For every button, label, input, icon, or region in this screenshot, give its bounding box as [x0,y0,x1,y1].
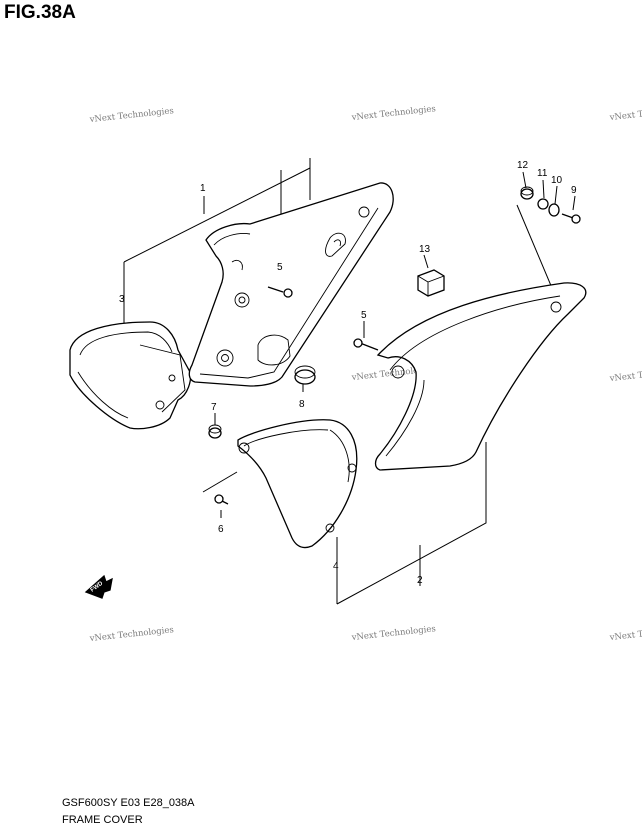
callout-5-upper: 5 [277,262,283,273]
callout-10: 10 [551,175,563,186]
part-7-nut [208,424,222,439]
callout-9: 9 [571,185,577,196]
watermark: vNext Technologies [88,625,174,644]
callout-7: 7 [211,402,217,413]
callout-4: 4 [333,561,339,572]
callout-8: 8 [299,399,305,410]
watermark: vNext Technologies [608,624,642,643]
watermark: vNext Technologies [88,106,174,125]
model-code: GSF600SY E03 E28_038A [62,797,195,809]
part-4-lower-cover [237,419,358,549]
part-13-pad [417,269,445,297]
assembly-name: FRAME COVER [62,814,143,826]
part-9-screw [561,213,581,224]
callout-2: 2 [417,575,423,586]
part-6-screw [214,494,229,505]
part-5-screw-lower [353,338,379,351]
part-3-inner-cover [69,321,192,430]
callout-labels: 1 2 3 4 5 5 6 7 8 9 10 11 12 13 [119,160,577,586]
part-11-collar [537,198,549,210]
watermark: vNext Technologies [350,624,436,643]
callout-12: 12 [517,160,529,171]
callout-3: 3 [119,294,125,305]
part-5-screw-upper [267,286,293,298]
figure-title: FIG.38A [4,2,76,23]
watermark: vNext Technologies [350,104,436,123]
part-1-frame-cover-left [188,182,394,387]
part-12-grommet [520,186,534,200]
callout-1: 1 [200,183,206,194]
callout-6: 6 [218,524,224,535]
part-10-washer [548,203,560,217]
callout-11: 11 [537,168,548,179]
callout-5-lower: 5 [361,310,367,321]
watermark: vNext Technologies [608,104,642,123]
front-direction-arrow: FWD [84,574,113,599]
watermark: vNext Technologies [608,365,642,384]
callout-13: 13 [419,244,431,255]
part-2-side-cover-right [374,282,587,471]
part-8-grommet [294,365,316,385]
